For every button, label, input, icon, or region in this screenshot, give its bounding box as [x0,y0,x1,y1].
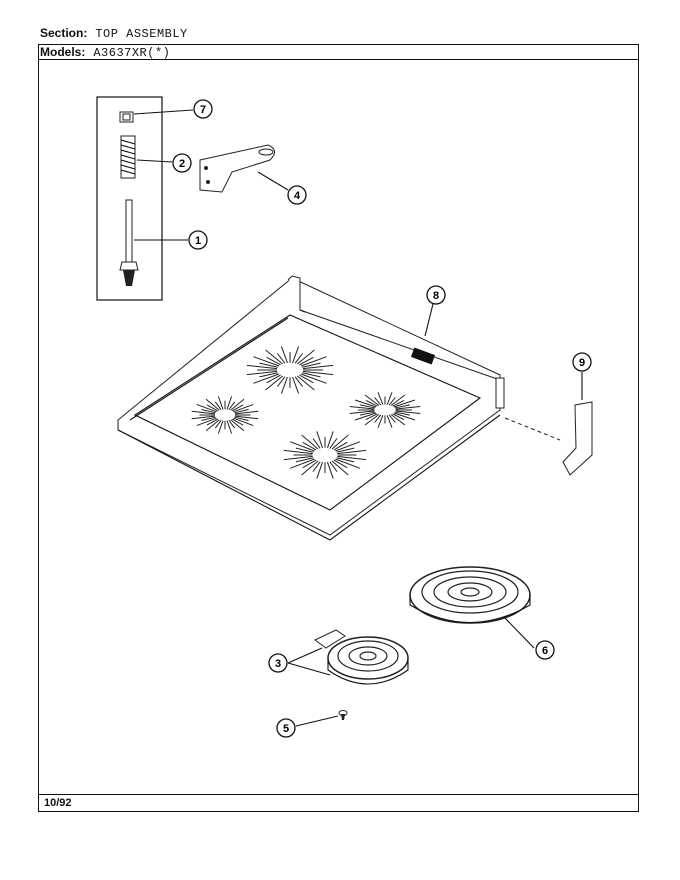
callout-4: 4 [287,185,307,205]
models-label: Models: [40,45,86,59]
svg-text:1: 1 [195,235,201,247]
svg-text:3: 3 [275,658,281,670]
svg-text:9: 9 [579,357,585,369]
svg-text:4: 4 [294,190,301,202]
svg-text:7: 7 [200,104,206,116]
bracket-part [199,144,275,193]
large-element-part [409,566,531,624]
small-element-part [314,629,409,685]
screw-part [338,710,348,720]
callout-8: 8 [426,285,446,305]
callout-2: 2 [172,153,192,173]
leveling-leg-part [119,199,139,286]
models-header: Models: A3637XR(*) [40,45,170,60]
callout-9: 9 [572,352,592,372]
section-value: TOP ASSEMBLY [95,27,188,41]
callout-6: 6 [535,640,555,660]
callout-5: 5 [276,718,296,738]
spring-part [120,135,136,179]
hardware-inset-box [96,96,163,301]
svg-text:2: 2 [179,158,185,170]
footer-divider [38,794,639,795]
models-value: A3637XR(*) [93,46,171,60]
burner-markings [191,346,421,479]
svg-text:6: 6 [542,645,548,657]
callout-1: 1 [188,230,208,250]
callout-3: 3 [268,653,288,673]
end-cap-part [562,401,593,476]
header-divider [38,59,639,60]
section-header: Section: TOP ASSEMBLY [40,26,188,41]
section-label: Section: [40,26,88,40]
revision-date: 10/92 [44,797,72,809]
svg-text:5: 5 [283,723,289,735]
svg-text:8: 8 [433,290,439,302]
cooktop-assembly [117,275,505,541]
diagram-frame [38,44,639,812]
nut-part [119,111,134,123]
callout-7: 7 [193,99,213,119]
